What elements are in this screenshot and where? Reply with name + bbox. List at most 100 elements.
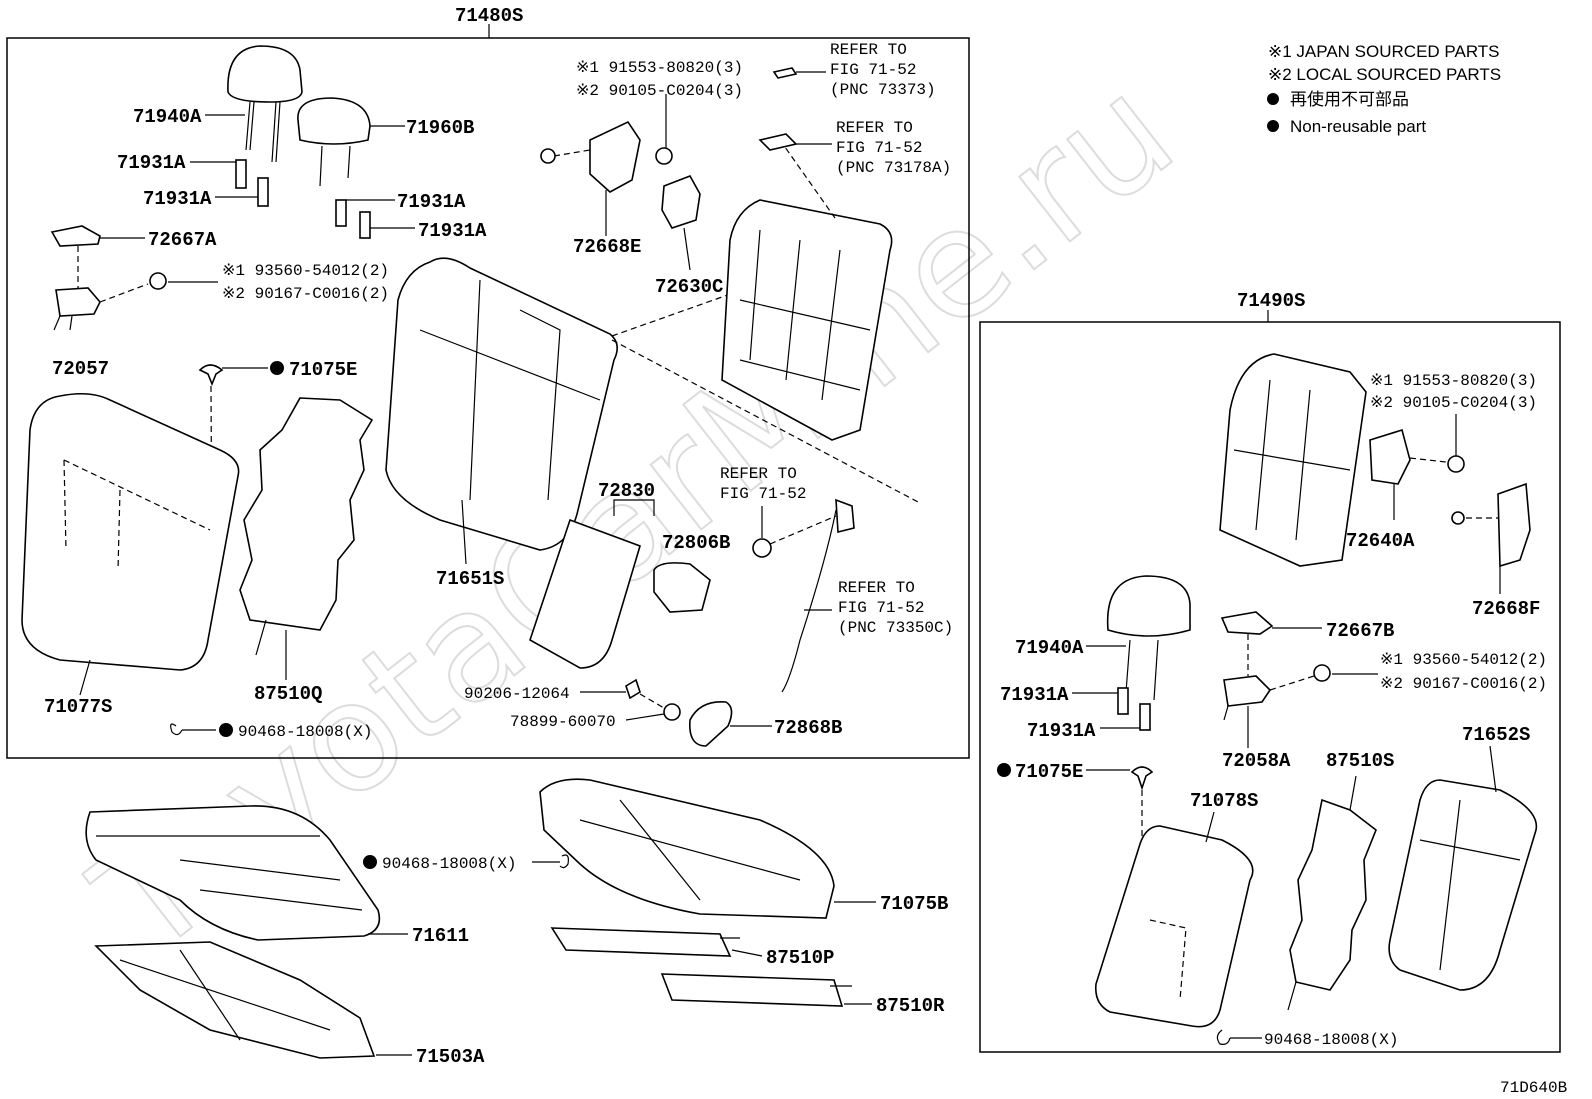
clip-71075E-right	[1130, 766, 1154, 791]
guide-icon	[1117, 687, 1129, 715]
label-72806B: 72806B	[662, 532, 730, 554]
refer-73178A-line2: FIG 71-52	[836, 139, 922, 157]
bullet-icon	[219, 723, 233, 737]
heater-87510Q	[239, 397, 374, 631]
label-71078S: 71078S	[1190, 790, 1258, 812]
legend-japan-sourced: ※1 JAPAN SOURCED PARTS	[1268, 42, 1500, 61]
hog-ring-icon	[170, 723, 183, 736]
label-90468-left: 90468-18008(X)	[238, 723, 372, 741]
bolt-icon	[1313, 664, 1331, 682]
legend-non-reusable-jp: 再使用不可部品	[1290, 89, 1409, 109]
label-90206: 90206-12064	[464, 685, 570, 703]
label-90105-local: ※2 90105-C0204(3)	[576, 82, 743, 100]
label-91553-jp: ※1 91553-80820(3)	[576, 59, 743, 77]
headrest-right	[1106, 575, 1191, 701]
refer-73373-line3: (PNC 73373)	[830, 81, 936, 99]
cover-72868B	[689, 701, 733, 747]
lock-72058A	[1223, 675, 1272, 707]
armrest-72830	[529, 518, 641, 669]
label-87510P: 87510P	[766, 947, 834, 969]
assembly-label-left: 71480S	[455, 5, 523, 27]
refer-73350C-line2: FIG 71-52	[838, 599, 924, 617]
cover-72667B	[1220, 611, 1274, 635]
cushion-frame-71503A	[94, 941, 376, 1059]
label-72830: 72830	[598, 480, 655, 502]
label-90468-right: 90468-18008(X)	[1264, 1031, 1398, 1049]
label-71931A-right-2: 71931A	[1027, 720, 1096, 742]
refer-73373-line2: FIG 71-52	[830, 61, 916, 79]
label-93560-jp: ※1 93560-54012(2)	[222, 262, 389, 280]
label-72668E: 72668E	[573, 236, 641, 258]
nut-icon	[752, 538, 772, 558]
label-72057: 72057	[52, 358, 109, 380]
figure-code: 71D640B	[1500, 1079, 1567, 1097]
bullet-icon	[363, 855, 377, 869]
grommet-icon	[772, 67, 798, 79]
hog-ring-icon	[1216, 1029, 1231, 1045]
label-71651S: 71651S	[436, 568, 504, 590]
refer-73178A-line3: (PNC 73178A)	[836, 159, 951, 177]
label-72640A: 72640A	[1346, 530, 1415, 552]
label-71075E-right: 71075E	[1015, 761, 1083, 783]
seatback-pad-71652S	[1388, 779, 1538, 991]
label-71931A-4: 71931A	[418, 220, 487, 242]
refer-73350C-line1: REFER TO	[838, 579, 915, 597]
heater-87510R	[660, 973, 844, 1007]
bolt-icon	[1447, 455, 1465, 473]
seat-lock-72640A	[1369, 428, 1411, 485]
heater-87510S	[1289, 798, 1377, 991]
bullet-icon	[997, 763, 1011, 777]
assembly-box-right	[979, 321, 1561, 1053]
label-72668F: 72668F	[1472, 598, 1540, 620]
refer-73373-line1: REFER TO	[830, 41, 907, 59]
headrest-71960B	[297, 97, 371, 187]
legend-local-sourced: ※2 LOCAL SOURCED PARTS	[1268, 65, 1501, 84]
refer-73350C-line3: (PNC 73350C)	[838, 619, 953, 637]
legend-non-reusable-en: Non-reusable part	[1290, 117, 1426, 136]
label-71931A-right-1: 71931A	[1000, 684, 1069, 706]
legend: ※1 JAPAN SOURCED PARTS ※2 LOCAL SOURCED …	[1267, 42, 1501, 136]
bolt-icon	[149, 272, 167, 290]
cover-72667A	[50, 225, 101, 247]
label-71652S: 71652S	[1462, 724, 1530, 746]
bolt-icon	[655, 147, 673, 165]
label-90167-right: ※2 90167-C0016(2)	[1380, 675, 1547, 693]
label-78899: 78899-60070	[510, 713, 616, 731]
label-71075B: 71075B	[880, 893, 948, 915]
label-71077S: 71077S	[44, 696, 112, 718]
label-71931A-2: 71931A	[143, 188, 212, 210]
guide-icon	[1139, 703, 1151, 731]
refer-73178A-line1: REFER TO	[836, 119, 913, 137]
label-87510Q: 87510Q	[254, 683, 322, 705]
label-90468-cushion: 90468-18008(X)	[382, 855, 516, 873]
bullet-icon	[270, 361, 284, 375]
seatback-cover-71077S	[21, 392, 240, 671]
bullet-icon	[1267, 120, 1279, 132]
seatback-cover-71078S	[1094, 825, 1254, 1028]
refer-fig-line2: FIG 71-52	[720, 485, 806, 503]
seatback-frame	[721, 199, 893, 441]
label-71503A: 71503A	[416, 1046, 485, 1068]
label-87510R: 87510R	[876, 995, 945, 1017]
hinge-cover-72668E	[589, 120, 641, 193]
label-90105-right: ※2 90105-C0204(3)	[1370, 394, 1537, 412]
label-72058A: 72058A	[1222, 750, 1291, 772]
refer-fig-line1: REFER TO	[720, 465, 797, 483]
clip-icon	[540, 148, 556, 164]
label-71611: 71611	[412, 925, 469, 947]
label-71960B: 71960B	[406, 117, 474, 139]
lock-72057	[55, 287, 101, 317]
bolt-icon	[663, 703, 681, 721]
label-72667B: 72667B	[1326, 620, 1394, 642]
headrest-71940A	[227, 45, 303, 163]
cushion-pad-71611	[85, 805, 381, 941]
seat-belt-retractor	[835, 498, 855, 534]
hog-ring-icon	[559, 854, 569, 869]
cup-holder-72806B	[653, 562, 711, 613]
label-71931A-3: 71931A	[397, 191, 466, 213]
label-71940A-right: 71940A	[1015, 637, 1084, 659]
clip-icon	[625, 678, 641, 700]
headrest-guides	[235, 159, 371, 239]
label-91553-right: ※1 91553-80820(3)	[1370, 372, 1537, 390]
heater-87510P	[550, 927, 732, 957]
